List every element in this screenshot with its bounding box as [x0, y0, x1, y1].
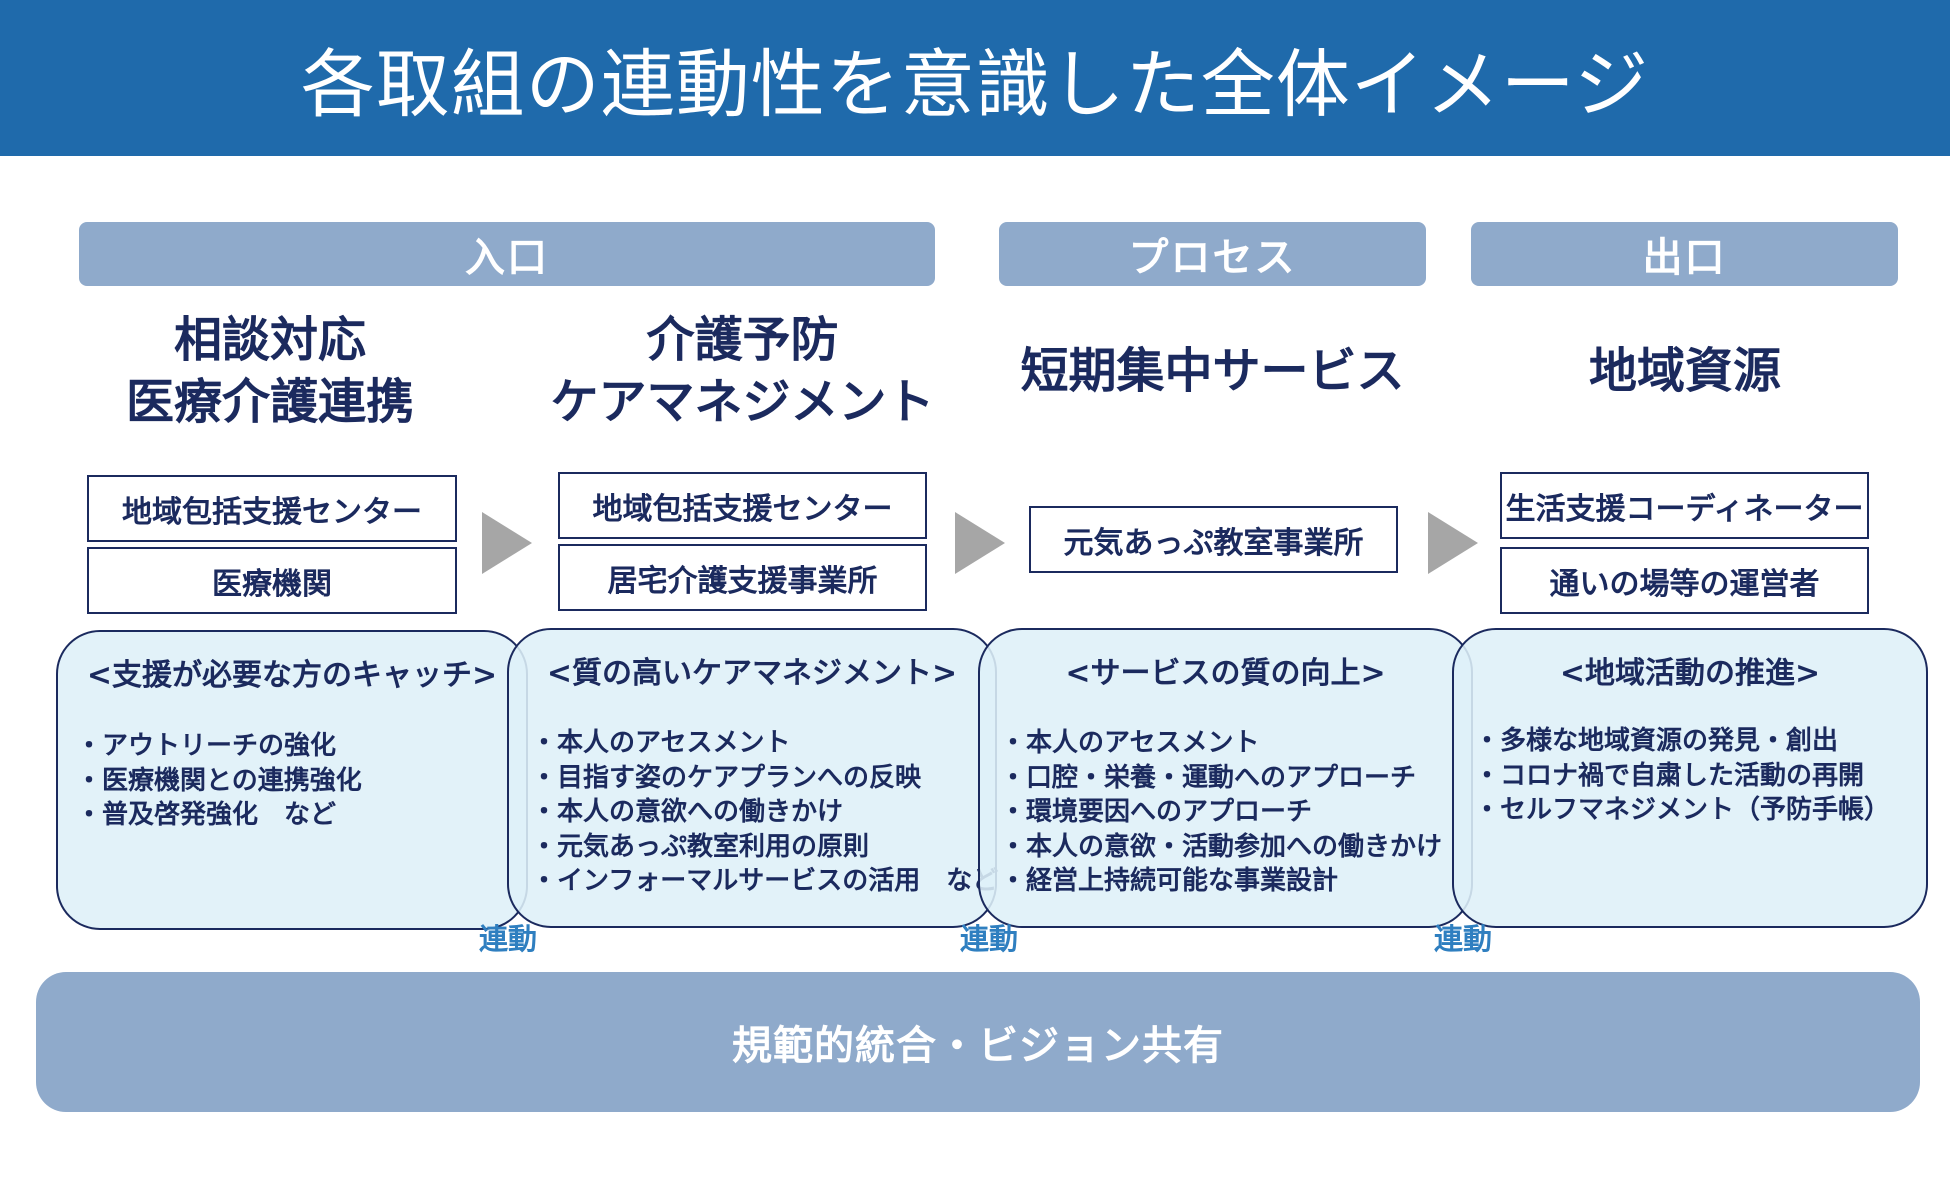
list-item: コロナ禍で自粛した活動の再開: [1474, 759, 1890, 794]
org-box: 生活支援コーディネーター: [1500, 472, 1869, 539]
bullet-list: 本人のアセスメント 口腔・栄養・運動へのアプローチ 環境要因へのアプローチ 本人…: [1000, 726, 1442, 899]
org-box: 地域包括支援センター: [558, 472, 927, 539]
phase-exit: 出口: [1471, 222, 1898, 286]
panel-heading: <地域活動の推進>: [1559, 656, 1821, 691]
link-label: 連動: [479, 922, 538, 956]
panel-heading: <支援が必要な方のキャッチ>: [86, 658, 498, 693]
list-item: 本人の意欲・活動参加への働きかけ: [1000, 830, 1442, 865]
column-title-line: 相談対応: [173, 312, 366, 368]
list-item: 目指す姿のケアプランへの反映: [531, 761, 998, 796]
list-item: 口腔・栄養・運動へのアプローチ: [1000, 761, 1442, 796]
list-item: インフォーマルサービスの活用 など: [531, 864, 998, 899]
panel-heading: <サービスの質の向上>: [1065, 656, 1386, 691]
column-title-line: 医療介護連携: [125, 374, 414, 430]
column-title-local-resources: 地域資源: [1480, 306, 1890, 436]
column-title-care-management: 介護予防 ケアマネジメント: [545, 306, 940, 436]
column-title-consultation: 相談対応 医療介護連携: [80, 306, 460, 436]
flow-arrow-icon: [1428, 512, 1478, 574]
list-item: 本人の意欲への働きかけ: [531, 795, 998, 830]
bullet-list: 多様な地域資源の発見・創出 コロナ禍で自粛した活動の再開 セルフマネジメント（予…: [1474, 724, 1890, 828]
flow-arrow-icon: [482, 512, 532, 574]
bullet-list: アウトリーチの強化 医療機関との連携強化 普及啓発強化 など: [76, 729, 362, 833]
list-item: 環境要因へのアプローチ: [1000, 795, 1442, 830]
org-box: 医療機関: [87, 547, 457, 614]
list-item: 多様な地域資源の発見・創出: [1474, 724, 1890, 759]
column-title-short-term-service: 短期集中サービス: [1000, 306, 1425, 436]
list-item: 元気あっぷ教室利用の原則: [531, 830, 998, 865]
panel-heading: <質の高いケアマネジメント>: [546, 656, 958, 691]
org-box: 通いの場等の運営者: [1500, 547, 1869, 614]
org-box: 元気あっぷ教室事業所: [1029, 506, 1398, 573]
foundation-bar: 規範的統合・ビジョン共有: [36, 972, 1920, 1112]
title-bar: [0, 0, 1950, 156]
link-label: 連動: [960, 922, 1019, 956]
list-item: アウトリーチの強化: [76, 729, 362, 764]
detail-panel-care-management: <質の高いケアマネジメント> 本人のアセスメント 目指す姿のケアプランへの反映 …: [507, 628, 998, 928]
org-box: 地域包括支援センター: [87, 475, 457, 542]
column-title-line: ケアマネジメント: [550, 374, 935, 430]
flow-arrow-icon: [955, 512, 1005, 574]
detail-panel-local-resources: <地域活動の推進> 多様な地域資源の発見・創出 コロナ禍で自粛した活動の再開 セ…: [1452, 628, 1928, 928]
list-item: セルフマネジメント（予防手帳）: [1474, 793, 1890, 828]
column-title-line: 短期集中サービス: [1020, 343, 1405, 399]
column-title-line: 介護予防: [646, 312, 839, 368]
bullet-list: 本人のアセスメント 目指す姿のケアプランへの反映 本人の意欲への働きかけ 元気あ…: [531, 726, 998, 899]
phase-entrance: 入口: [79, 222, 935, 286]
detail-panel-consultation: <支援が必要な方のキャッチ> アウトリーチの強化 医療機関との連携強化 普及啓発…: [56, 630, 528, 930]
list-item: 普及啓発強化 など: [76, 798, 362, 833]
page-title: 各取組の連動性を意識した全体イメージ: [300, 41, 1650, 128]
link-label: 連動: [1434, 922, 1493, 956]
list-item: 医療機関との連携強化: [76, 764, 362, 799]
org-box: 居宅介護支援事業所: [558, 544, 927, 611]
detail-panel-short-term-service: <サービスの質の向上> 本人のアセスメント 口腔・栄養・運動へのアプローチ 環境…: [978, 628, 1473, 928]
list-item: 経営上持続可能な事業設計: [1000, 864, 1442, 899]
list-item: 本人のアセスメント: [531, 726, 998, 761]
list-item: 本人のアセスメント: [1000, 726, 1442, 761]
column-title-line: 地域資源: [1588, 343, 1781, 399]
phase-process: プロセス: [999, 222, 1426, 286]
